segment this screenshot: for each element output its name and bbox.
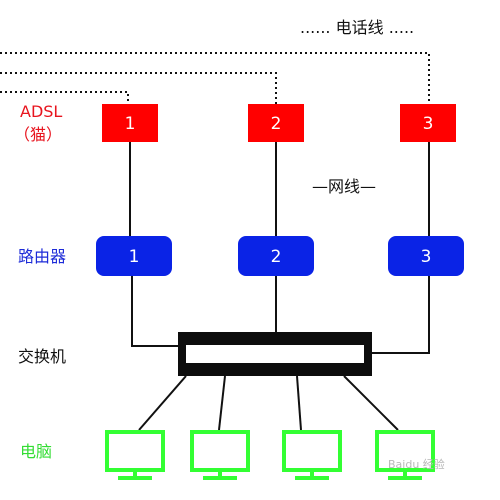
- cable-switch-pc3: [296, 375, 302, 431]
- router-1: 1: [96, 236, 172, 276]
- computer-1: [105, 430, 165, 480]
- computer-3: [282, 430, 342, 480]
- adsl-modem-2-label: 2: [271, 114, 282, 134]
- computer-4: [375, 430, 435, 480]
- phone-line-2: [0, 72, 277, 104]
- cable-switch-pc2: [218, 375, 226, 431]
- cable-switch-pc1: [138, 375, 187, 431]
- adsl-modem-3: 3: [400, 104, 456, 142]
- router-3: 3: [388, 236, 464, 276]
- computer-2: [190, 430, 250, 480]
- network-cable-label: —网线—: [312, 177, 376, 196]
- adsl-label: ADSL: [20, 102, 62, 121]
- computer-label: 电脑: [20, 442, 52, 461]
- router-2: 2: [238, 236, 314, 276]
- router-3-label: 3: [421, 247, 432, 267]
- watermark: Baidu 经验: [388, 457, 445, 471]
- router-label: 路由器: [18, 247, 66, 266]
- switch-label: 交换机: [18, 347, 66, 366]
- router-2-label: 2: [271, 247, 282, 267]
- phone-line-label: ...... 电话线 .....: [300, 18, 414, 37]
- adsl-modem-1-label: 1: [125, 114, 136, 134]
- phone-line-1: [0, 91, 129, 104]
- adsl-cn-label: （猫）: [14, 125, 62, 144]
- router-1-label: 1: [129, 247, 140, 267]
- adsl-modem-1: 1: [102, 104, 158, 142]
- phone-line-3: [0, 52, 430, 104]
- adsl-modem-2: 2: [248, 104, 304, 142]
- adsl-modem-3-label: 3: [423, 114, 434, 134]
- cable-switch-pc4: [343, 375, 399, 431]
- switch: [178, 332, 372, 376]
- phone-lines: [0, 52, 430, 104]
- network-cables: [129, 142, 430, 431]
- cable-router1-switch: [131, 276, 178, 347]
- cable-router3-switch: [372, 276, 430, 354]
